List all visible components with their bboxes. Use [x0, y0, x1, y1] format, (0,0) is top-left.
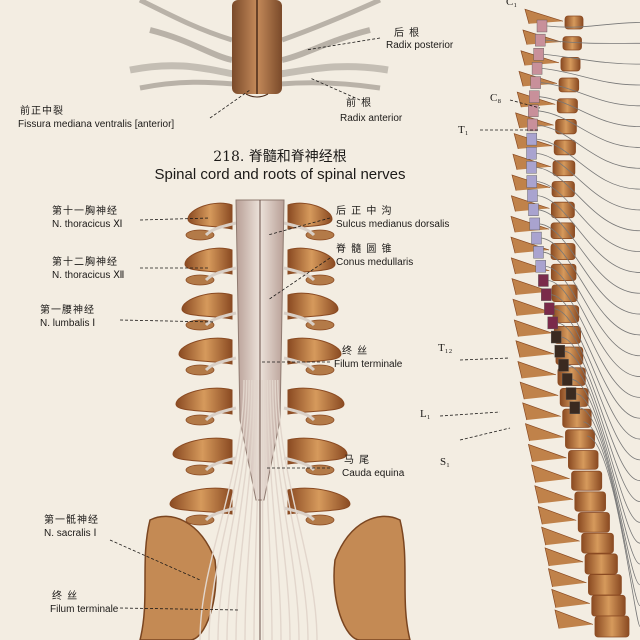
label-radix-posterior-en: Radix posterior	[386, 40, 454, 51]
label-conus-en: Conus medullaris	[336, 257, 414, 268]
label-sacral1-en: N. sacralis Ⅰ	[44, 528, 97, 539]
label-sacral1-cn: 第一骶神经	[44, 515, 99, 526]
cord-section-top	[129, 0, 389, 98]
level-l1: L₁	[420, 408, 431, 420]
label-fissura-en: Fissura mediana ventralis [anterior]	[18, 119, 175, 130]
label-filum-bottom-en: Filum terminale	[50, 604, 119, 615]
leader-lines	[109, 37, 541, 611]
label-lumb1-en: N. lumbalis Ⅰ	[40, 318, 96, 329]
figure-title-cn: 218. 脊髓和脊神经根	[213, 149, 347, 165]
label-thor11-cn: 第十一胸神经	[52, 206, 118, 217]
label-thor12-en: N. thoracicus Ⅻ	[52, 270, 125, 281]
label-radix-posterior-cn: 后 根	[394, 28, 421, 39]
level-c8: C₈	[490, 92, 502, 104]
label-conus-cn: 脊 髓 圆 锥	[336, 244, 393, 255]
label-sulcus-en: Sulcus medianus dorsalis	[336, 219, 450, 230]
label-filum-mid-en: Filum terminale	[334, 359, 403, 370]
label-thor12-cn: 第十二胸神经	[52, 257, 118, 268]
label-lumb1-cn: 第一腰神经	[40, 305, 95, 316]
figure-title-en: Spinal cord and roots of spinal nerves	[154, 166, 406, 183]
label-sulcus-cn: 后 正 中 沟	[336, 206, 393, 217]
label-radix-anterior-en: Radix anterior	[340, 113, 403, 124]
lateral-spine-view	[510, 8, 640, 638]
label-thor11-en: N. thoracicus Ⅺ	[52, 219, 123, 230]
label-fissura-cn: 前正中裂	[20, 106, 64, 117]
lower-spine-posterior	[139, 199, 411, 640]
label-cauda-en: Cauda equina	[342, 468, 405, 479]
label-cauda-cn: 马 尾	[344, 455, 371, 466]
label-radix-anterior-cn: 前 根	[346, 98, 373, 109]
level-t12: T₁₂	[438, 342, 453, 354]
label-filum-bottom-cn: 终 丝	[52, 591, 79, 602]
level-s1: S₁	[440, 456, 450, 468]
label-filum-mid-cn: 终 丝	[342, 346, 369, 357]
level-t1: T₁	[458, 124, 469, 136]
level-c1: C₁	[506, 0, 518, 8]
